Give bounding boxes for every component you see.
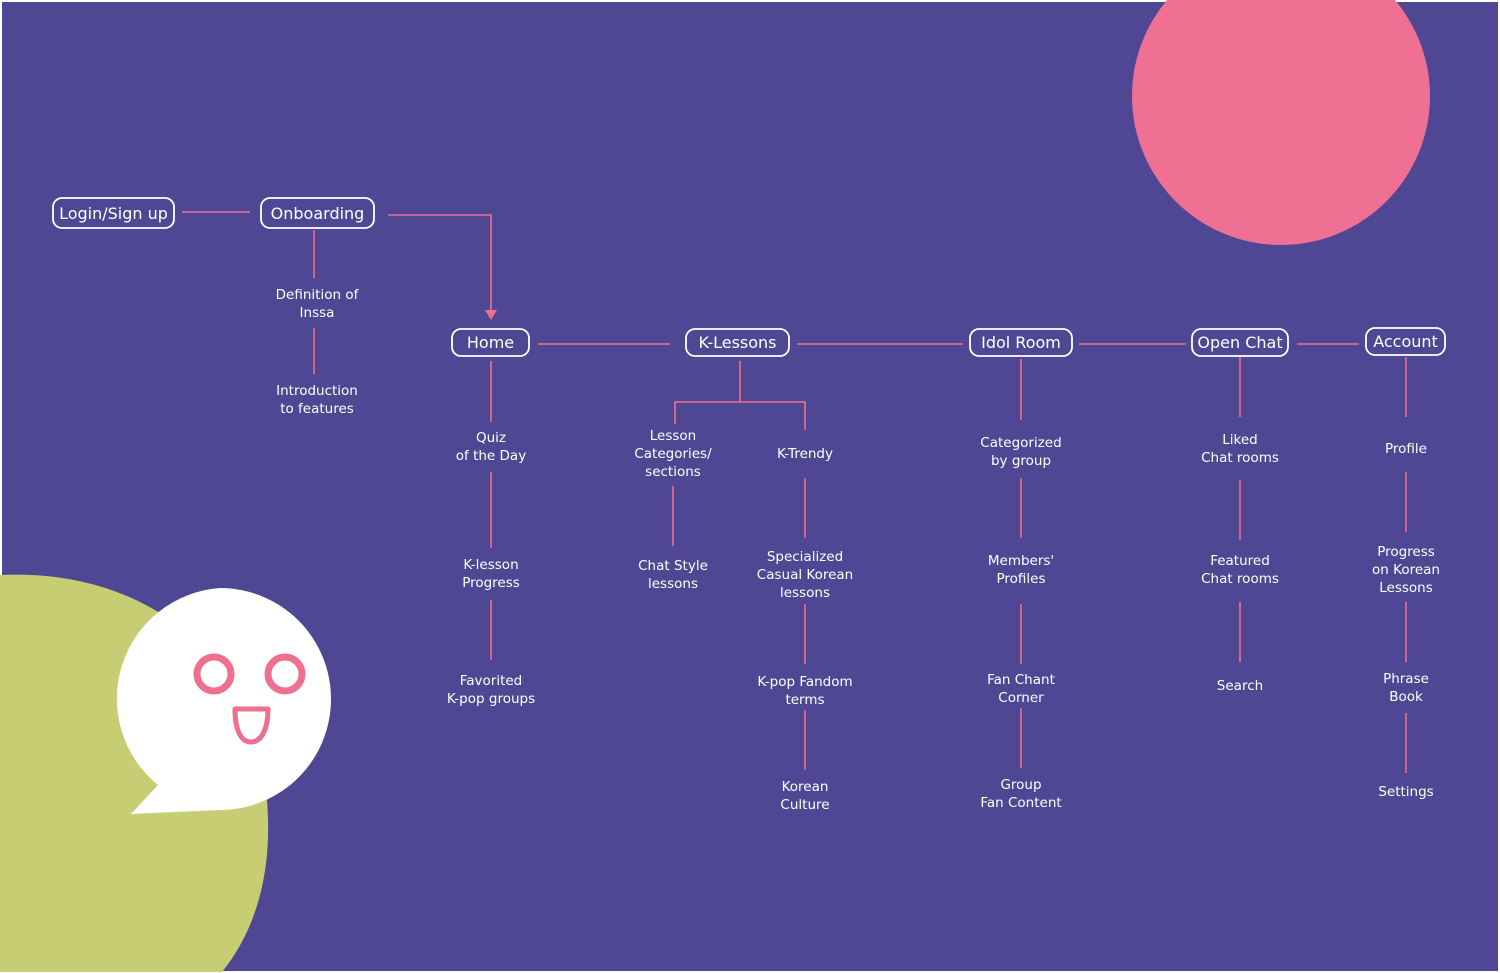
tabs-idol-items-leaf-1-line-1: Profiles [996,571,1045,587]
tabs-klessons-right-leaf-2-line-1: terms [785,692,824,708]
tabs-klessons-left-leaf-1-line-1: lessons [648,576,698,592]
connector-lines [182,211,1407,773]
mouth-icon [232,706,271,745]
node-home: Home [451,328,530,357]
flow-onboarding_items-leaf-1-line-0: Introduction [276,383,358,399]
tabs-klessons-left-leaf-1-line-0: Chat Style [638,558,708,574]
tabs-openchat-items-leaf-0-line-0: Liked [1222,432,1257,448]
node-login-label: Login/Sign up [59,204,168,223]
right-eye-icon [264,653,306,695]
tabs-klessons-right-leaf-3-line-0: Korean [782,779,829,795]
tabs-idol-items-leaf-1-line-0: Members' [988,553,1054,569]
tabs-klessons-right-leaf-0-line-0: K-Trendy [777,446,833,462]
pink-circle-decoration [1132,0,1430,245]
flow-onboarding_items-leaf-1: Introduction to features [276,383,358,417]
tabs-account-items-leaf-2-line-0: Phrase [1383,671,1429,687]
node-open-chat-label: Open Chat [1197,333,1282,352]
node-onboarding-label: Onboarding [271,204,365,223]
tabs-home-items-leaf-0: Quiz of the Day [456,430,526,464]
tabs-home-items-leaf-0-line-1: of the Day [456,448,526,464]
tabs-home-items-leaf-2-line-1: K-pop groups [447,691,535,707]
tabs-idol-items-leaf-3-line-1: Fan Content [980,795,1061,811]
tabs-account-items-leaf-3: Settings [1378,784,1433,800]
tabs-idol-items-leaf-0-line-0: Categorized [980,435,1061,451]
flow-onboarding_items-leaf-0-line-0: Definition of [276,287,360,303]
tabs-klessons-left-leaf-0-line-0: Lesson [650,428,696,444]
tabs-openchat-items-leaf-1-line-0: Featured [1210,553,1270,569]
tabs-klessons-right-leaf-2: K-pop Fandom terms [757,674,852,708]
node-klessons: K-Lessons [685,328,790,357]
node-account-label: Account [1373,332,1438,351]
node-login: Login/Sign up [52,197,175,229]
tabs-openchat-items-leaf-0-line-1: Chat rooms [1201,450,1279,466]
node-account: Account [1365,327,1446,356]
tabs-klessons-left-leaf-1: Chat Style lessons [638,558,708,592]
tabs-idol-items-leaf-2-line-1: Corner [998,690,1044,706]
tabs-openchat-items-leaf-1-line-1: Chat rooms [1201,571,1279,587]
tabs-idol-items-leaf-3-line-0: Group [1000,777,1041,793]
flow-onboarding_items-leaf-0-line-1: Inssa [300,305,335,321]
node-open-chat: Open Chat [1191,328,1289,357]
tabs-klessons-right-leaf-3-line-1: Culture [780,797,829,813]
node-idol-room-label: Idol Room [981,333,1061,352]
arrow-down-icon [485,310,497,320]
tabs-idol-items-leaf-2-line-0: Fan Chant [987,672,1055,688]
tabs-idol-items-leaf-1: Members' Profiles [988,553,1054,587]
tabs-idol-items-leaf-0: Categorized by group [980,435,1061,469]
tabs-home-items-leaf-1-line-1: Progress [462,575,520,591]
speech-bubble-mascot-icon [116,588,331,814]
tabs-account-items-leaf-3-line-0: Settings [1378,784,1433,800]
left-eye-icon [193,653,235,695]
tabs-home-items-leaf-1-line-0: K-lesson [463,557,518,573]
tabs-account-items-leaf-1-line-1: on Korean [1372,562,1440,578]
node-home-label: Home [467,333,514,352]
tabs-home-items-leaf-2-line-0: Favorited [460,673,523,689]
tabs-klessons-right-leaf-1-line-2: lessons [780,585,830,601]
tabs-account-items-leaf-0-line-0: Profile [1385,441,1427,457]
tabs-klessons-right-leaf-1-line-0: Specialized [767,549,843,565]
tabs-home-items-leaf-0-line-0: Quiz [476,430,506,446]
tabs-account-items-leaf-2-line-1: Book [1389,689,1423,705]
tabs-account-items-leaf-1-line-2: Lessons [1379,580,1433,596]
tabs-klessons-right-leaf-0: K-Trendy [777,446,833,462]
flow-onboarding_items-leaf-0: Definition of Inssa [276,287,360,321]
tabs-account-items-leaf-0: Profile [1385,441,1427,457]
node-onboarding: Onboarding [260,197,375,229]
tabs-klessons-left-leaf-0-line-2: sections [645,464,701,480]
tabs-klessons-right-leaf-1-line-1: Casual Korean [757,567,853,583]
tabs-klessons-right-leaf-2-line-0: K-pop Fandom [757,674,852,690]
flow-onboarding_items-leaf-1-line-1: to features [280,401,354,417]
tabs-account-items-leaf-1-line-0: Progress [1377,544,1435,560]
tabs-klessons-left-leaf-0-line-1: Categories/ [634,446,712,462]
tabs-idol-items-leaf-0-line-1: by group [991,453,1051,469]
node-klessons-label: K-Lessons [699,333,777,352]
node-idol-room: Idol Room [969,328,1073,357]
tabs-openchat-items-leaf-2: Search [1217,678,1263,694]
tabs-openchat-items-leaf-2-line-0: Search [1217,678,1263,694]
